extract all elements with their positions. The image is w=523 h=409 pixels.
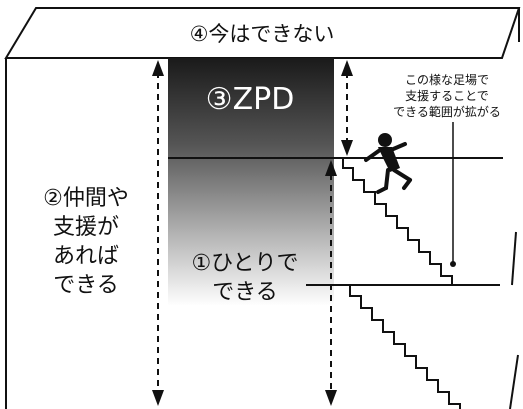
alone-line-2: できる [212, 280, 278, 305]
zpd-label: ③ZPD [206, 82, 295, 117]
peer-support-line-3: あれば [53, 244, 119, 269]
upper-staircase [342, 158, 463, 286]
top-banner-label: ④今はできない [190, 22, 335, 46]
lower-staircase [349, 285, 461, 409]
peer-support-line-2: 支援が [53, 215, 119, 240]
zpd-gradient-column [168, 58, 334, 306]
peer-support-label: ②仲間や 支援が あれば できる [43, 186, 129, 298]
annotation-leader-dot [450, 261, 456, 267]
right-edge-mid [511, 231, 517, 286]
annotation-line-1: この様な足場で [405, 73, 489, 87]
zpd-gap-arrow [341, 60, 353, 156]
annotation-line-2: 支援することで [405, 89, 489, 103]
scaffold-annotation: この様な足場で 支援することで できる範囲が拡がる [393, 73, 501, 267]
climbing-person-icon [364, 133, 412, 194]
annotation-line-3: できる範囲が拡がる [393, 104, 501, 119]
right-edge-low [509, 354, 519, 409]
top-banner: ④今はできない [4, 7, 521, 59]
independent-arrow [325, 160, 337, 406]
alone-line-1: ①ひとりで [191, 251, 298, 276]
alone-label: ①ひとりで できる [191, 251, 298, 305]
peer-support-line-4: できる [53, 273, 119, 298]
peer-support-line-1: ②仲間や [43, 186, 129, 211]
peer-support-arrow [152, 60, 164, 406]
